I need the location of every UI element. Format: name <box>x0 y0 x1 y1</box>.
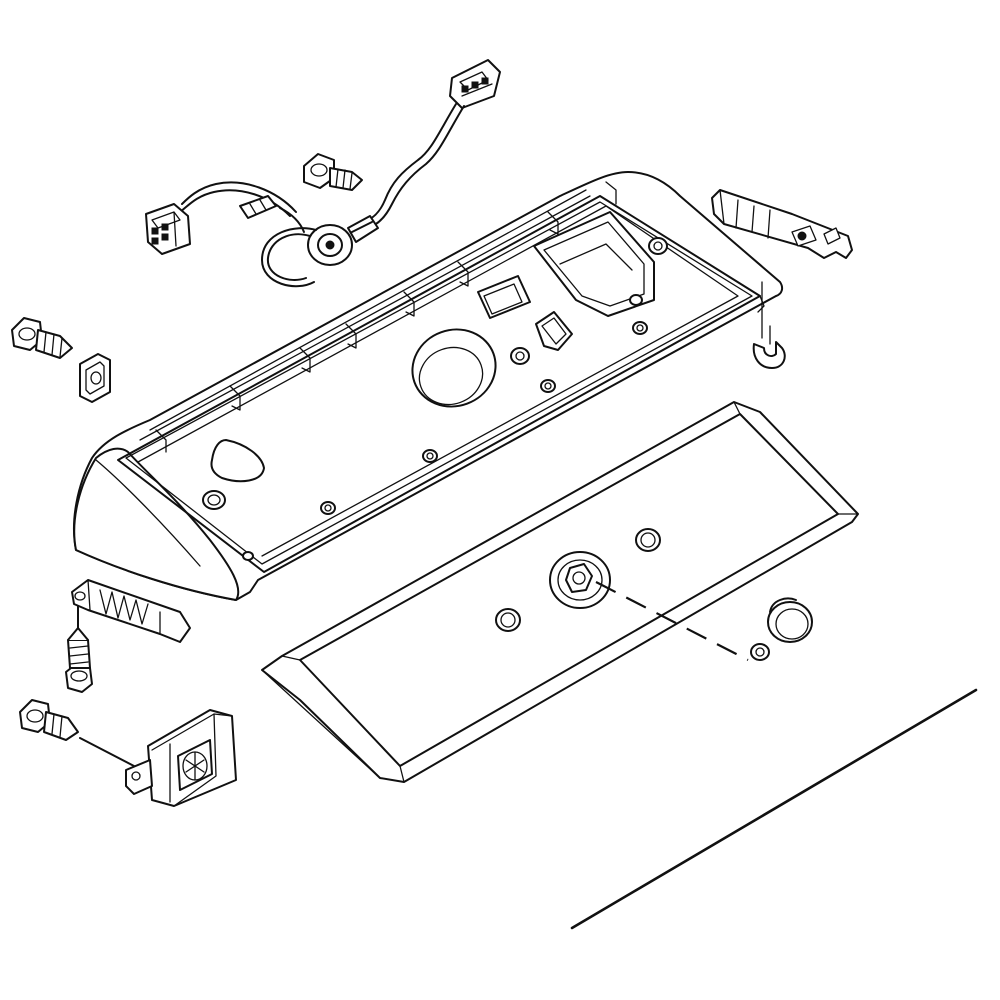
console-display-recess <box>533 211 655 317</box>
knob-cap <box>767 597 813 643</box>
wire-harness <box>145 59 501 288</box>
console-diamond-hole <box>535 311 573 351</box>
control-panel-console <box>73 171 784 601</box>
overlay-encoder-ring <box>549 551 611 609</box>
buzzer-module <box>125 709 237 807</box>
control-panel-overlay <box>261 401 859 783</box>
console-square-window <box>477 275 531 319</box>
harness-switch <box>307 215 379 266</box>
overlay-holes <box>495 528 661 632</box>
screw-left-lower <box>19 699 79 741</box>
end-cap-left <box>71 579 191 643</box>
clip-nut <box>79 353 111 403</box>
screw-vertical <box>65 627 93 693</box>
console-bosses <box>202 237 668 561</box>
harness-connector-left <box>145 203 191 255</box>
end-cap-right <box>711 189 853 259</box>
screw-top <box>303 153 363 191</box>
harness-clip <box>239 195 277 219</box>
assembly-line <box>595 581 749 661</box>
screw-left-upper <box>11 317 73 359</box>
wire-rod <box>570 688 978 930</box>
console-ribs <box>155 181 617 453</box>
encoder-knob-shaft <box>750 643 770 661</box>
console-teardrop <box>210 439 265 483</box>
console-round-hole <box>411 328 497 408</box>
screw-guide-line <box>79 737 135 767</box>
harness-connector-top <box>449 59 501 109</box>
clip-right <box>752 325 786 369</box>
